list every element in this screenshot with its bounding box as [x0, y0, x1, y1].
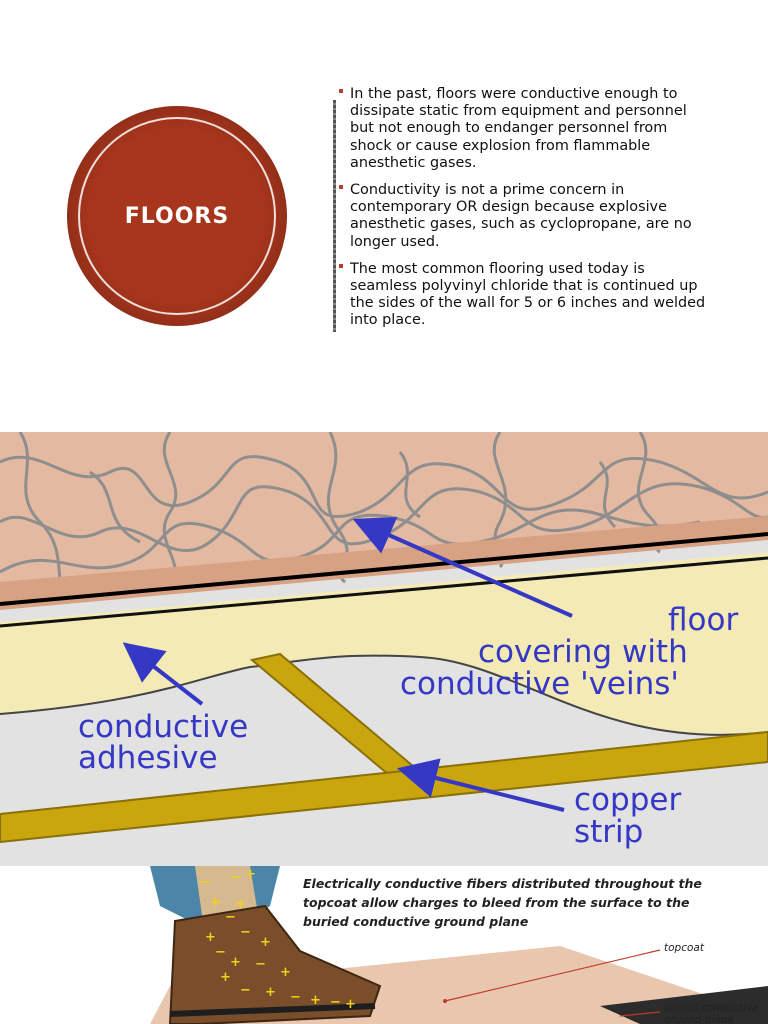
bullet-text: The most common flooring used today is s…	[350, 260, 706, 329]
slide-top: FLOORS In the past, floors were conducti…	[0, 0, 768, 432]
vertical-divider	[333, 100, 336, 332]
bullet-item: In the past, floors were conductive enou…	[337, 86, 707, 172]
svg-text:+: +	[310, 993, 321, 1008]
svg-text:+: +	[280, 965, 291, 980]
title-circle: FLOORS	[67, 106, 287, 326]
svg-text:+: +	[260, 935, 271, 950]
shoe-caption: Electrically conductive fibers distribut…	[303, 876, 702, 929]
svg-text:+: +	[345, 997, 356, 1012]
adhesive-layer	[0, 552, 768, 735]
circle-ring	[78, 117, 276, 315]
svg-text:−: −	[240, 925, 251, 940]
svg-text:−: −	[240, 983, 251, 998]
pointer-topcoat-dot	[443, 999, 447, 1003]
boot-sole	[169, 1003, 376, 1017]
svg-text:−: −	[215, 945, 226, 960]
adhesive-edge	[0, 556, 768, 628]
floor-diagram-svg: floor covering with conductive 'veins' c…	[0, 432, 768, 866]
label-copper-line2: strip	[574, 814, 643, 850]
label-floor-line2: covering with	[478, 634, 688, 670]
svg-text:+: +	[210, 895, 221, 910]
covering-edge	[0, 532, 768, 606]
floor-diagram: floor covering with conductive 'veins' c…	[0, 432, 768, 866]
shoe-diagram-svg: −−+ ++− +−+ −+− ++− +−+ −+	[150, 866, 768, 1024]
svg-text:−: −	[330, 995, 341, 1010]
boot	[168, 904, 382, 1024]
bullet-item: Conductivity is not a prime concern in c…	[337, 182, 707, 251]
label-floor-line1: floor	[668, 602, 738, 638]
svg-text:−: −	[225, 910, 236, 925]
svg-text:−: −	[255, 957, 266, 972]
arrow-copper	[396, 758, 565, 812]
adhesive-lower-edge	[0, 654, 768, 736]
slide-title: FLOORS	[124, 203, 230, 229]
label-adhesive-line2: adhesive	[78, 740, 218, 776]
charges: −−+ ++− +−+ −+− ++− +−+ −+	[200, 867, 356, 1012]
svg-text:−: −	[230, 870, 241, 885]
label-floor-line3: conductive 'veins'	[400, 666, 679, 702]
copper-strip-main	[0, 730, 768, 844]
bullet-list: In the past, floors were conductive enou…	[337, 86, 707, 340]
svg-text:+: +	[230, 955, 241, 970]
svg-text:+: +	[220, 970, 231, 985]
svg-text:+: +	[205, 930, 216, 945]
shoe-diagram: −−+ ++− +−+ −+− ++− +−+ −+ Electrically …	[0, 866, 768, 1024]
bullet-text: Conductivity is not a prime concern in c…	[350, 182, 692, 250]
ground-plane-layer	[600, 986, 768, 1024]
label-copper-line1: copper	[574, 782, 681, 818]
pointer-topcoat	[444, 949, 661, 1002]
bullet-marker	[339, 185, 343, 190]
bullet-text: In the past, floors were conductive enou…	[350, 86, 687, 171]
svg-text:+: +	[245, 867, 256, 882]
svg-text:+: +	[235, 897, 246, 912]
pointer-ground	[619, 1011, 661, 1017]
bullet-item: The most common flooring used today is s…	[337, 261, 707, 330]
svg-text:−: −	[200, 875, 211, 890]
bullet-marker	[339, 89, 343, 93]
label-adhesive-line1: conductive	[78, 709, 248, 745]
label-ground-plane: buried conductive ground plane	[664, 1002, 759, 1024]
svg-text:−: −	[290, 990, 301, 1005]
bullet-marker	[339, 263, 343, 268]
arrow-floor	[352, 516, 573, 618]
label-topcoat: topcoat	[664, 942, 704, 954]
svg-text:+: +	[265, 985, 276, 1000]
arrow-adhesive	[122, 642, 204, 706]
